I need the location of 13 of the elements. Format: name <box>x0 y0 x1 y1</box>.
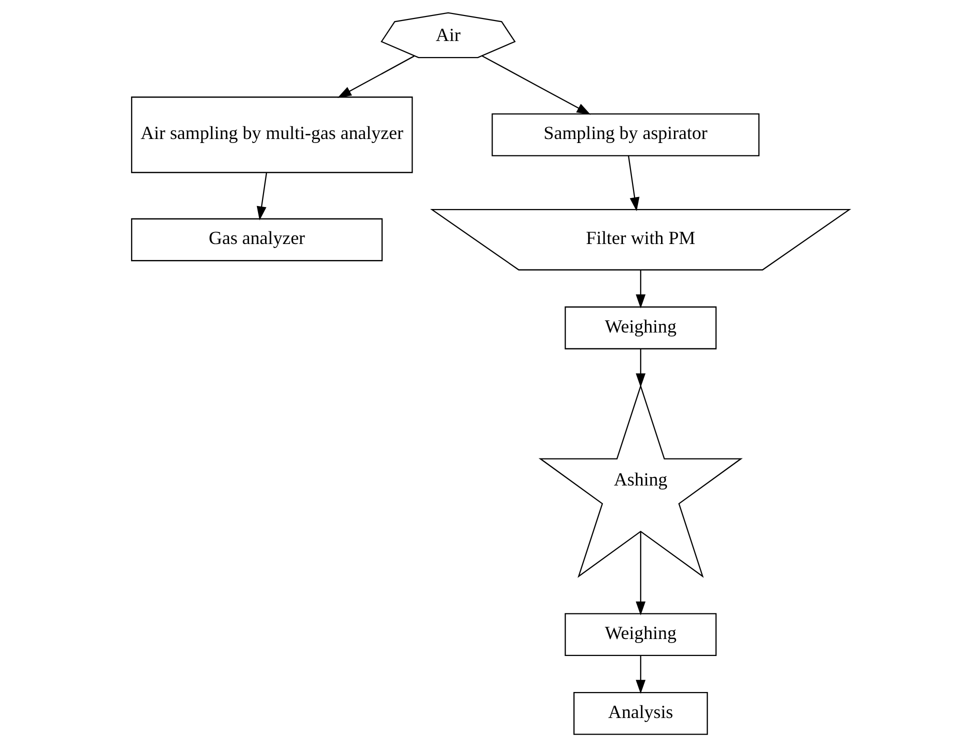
node-box: Air sampling by multi-gas analyzer <box>130 96 412 174</box>
arrow <box>635 348 646 388</box>
node-box: Analysis <box>572 692 708 735</box>
arrow <box>627 156 639 212</box>
node-box: Sampling by aspirator <box>491 113 759 156</box>
node-box: Gas analyzer <box>130 218 382 262</box>
arrow <box>635 656 646 694</box>
arrow <box>635 270 646 308</box>
arrow <box>256 172 267 220</box>
node-box: Weighing <box>564 306 716 350</box>
arrow <box>481 55 590 115</box>
node-box: Weighing <box>564 613 716 656</box>
arrow <box>336 56 414 98</box>
